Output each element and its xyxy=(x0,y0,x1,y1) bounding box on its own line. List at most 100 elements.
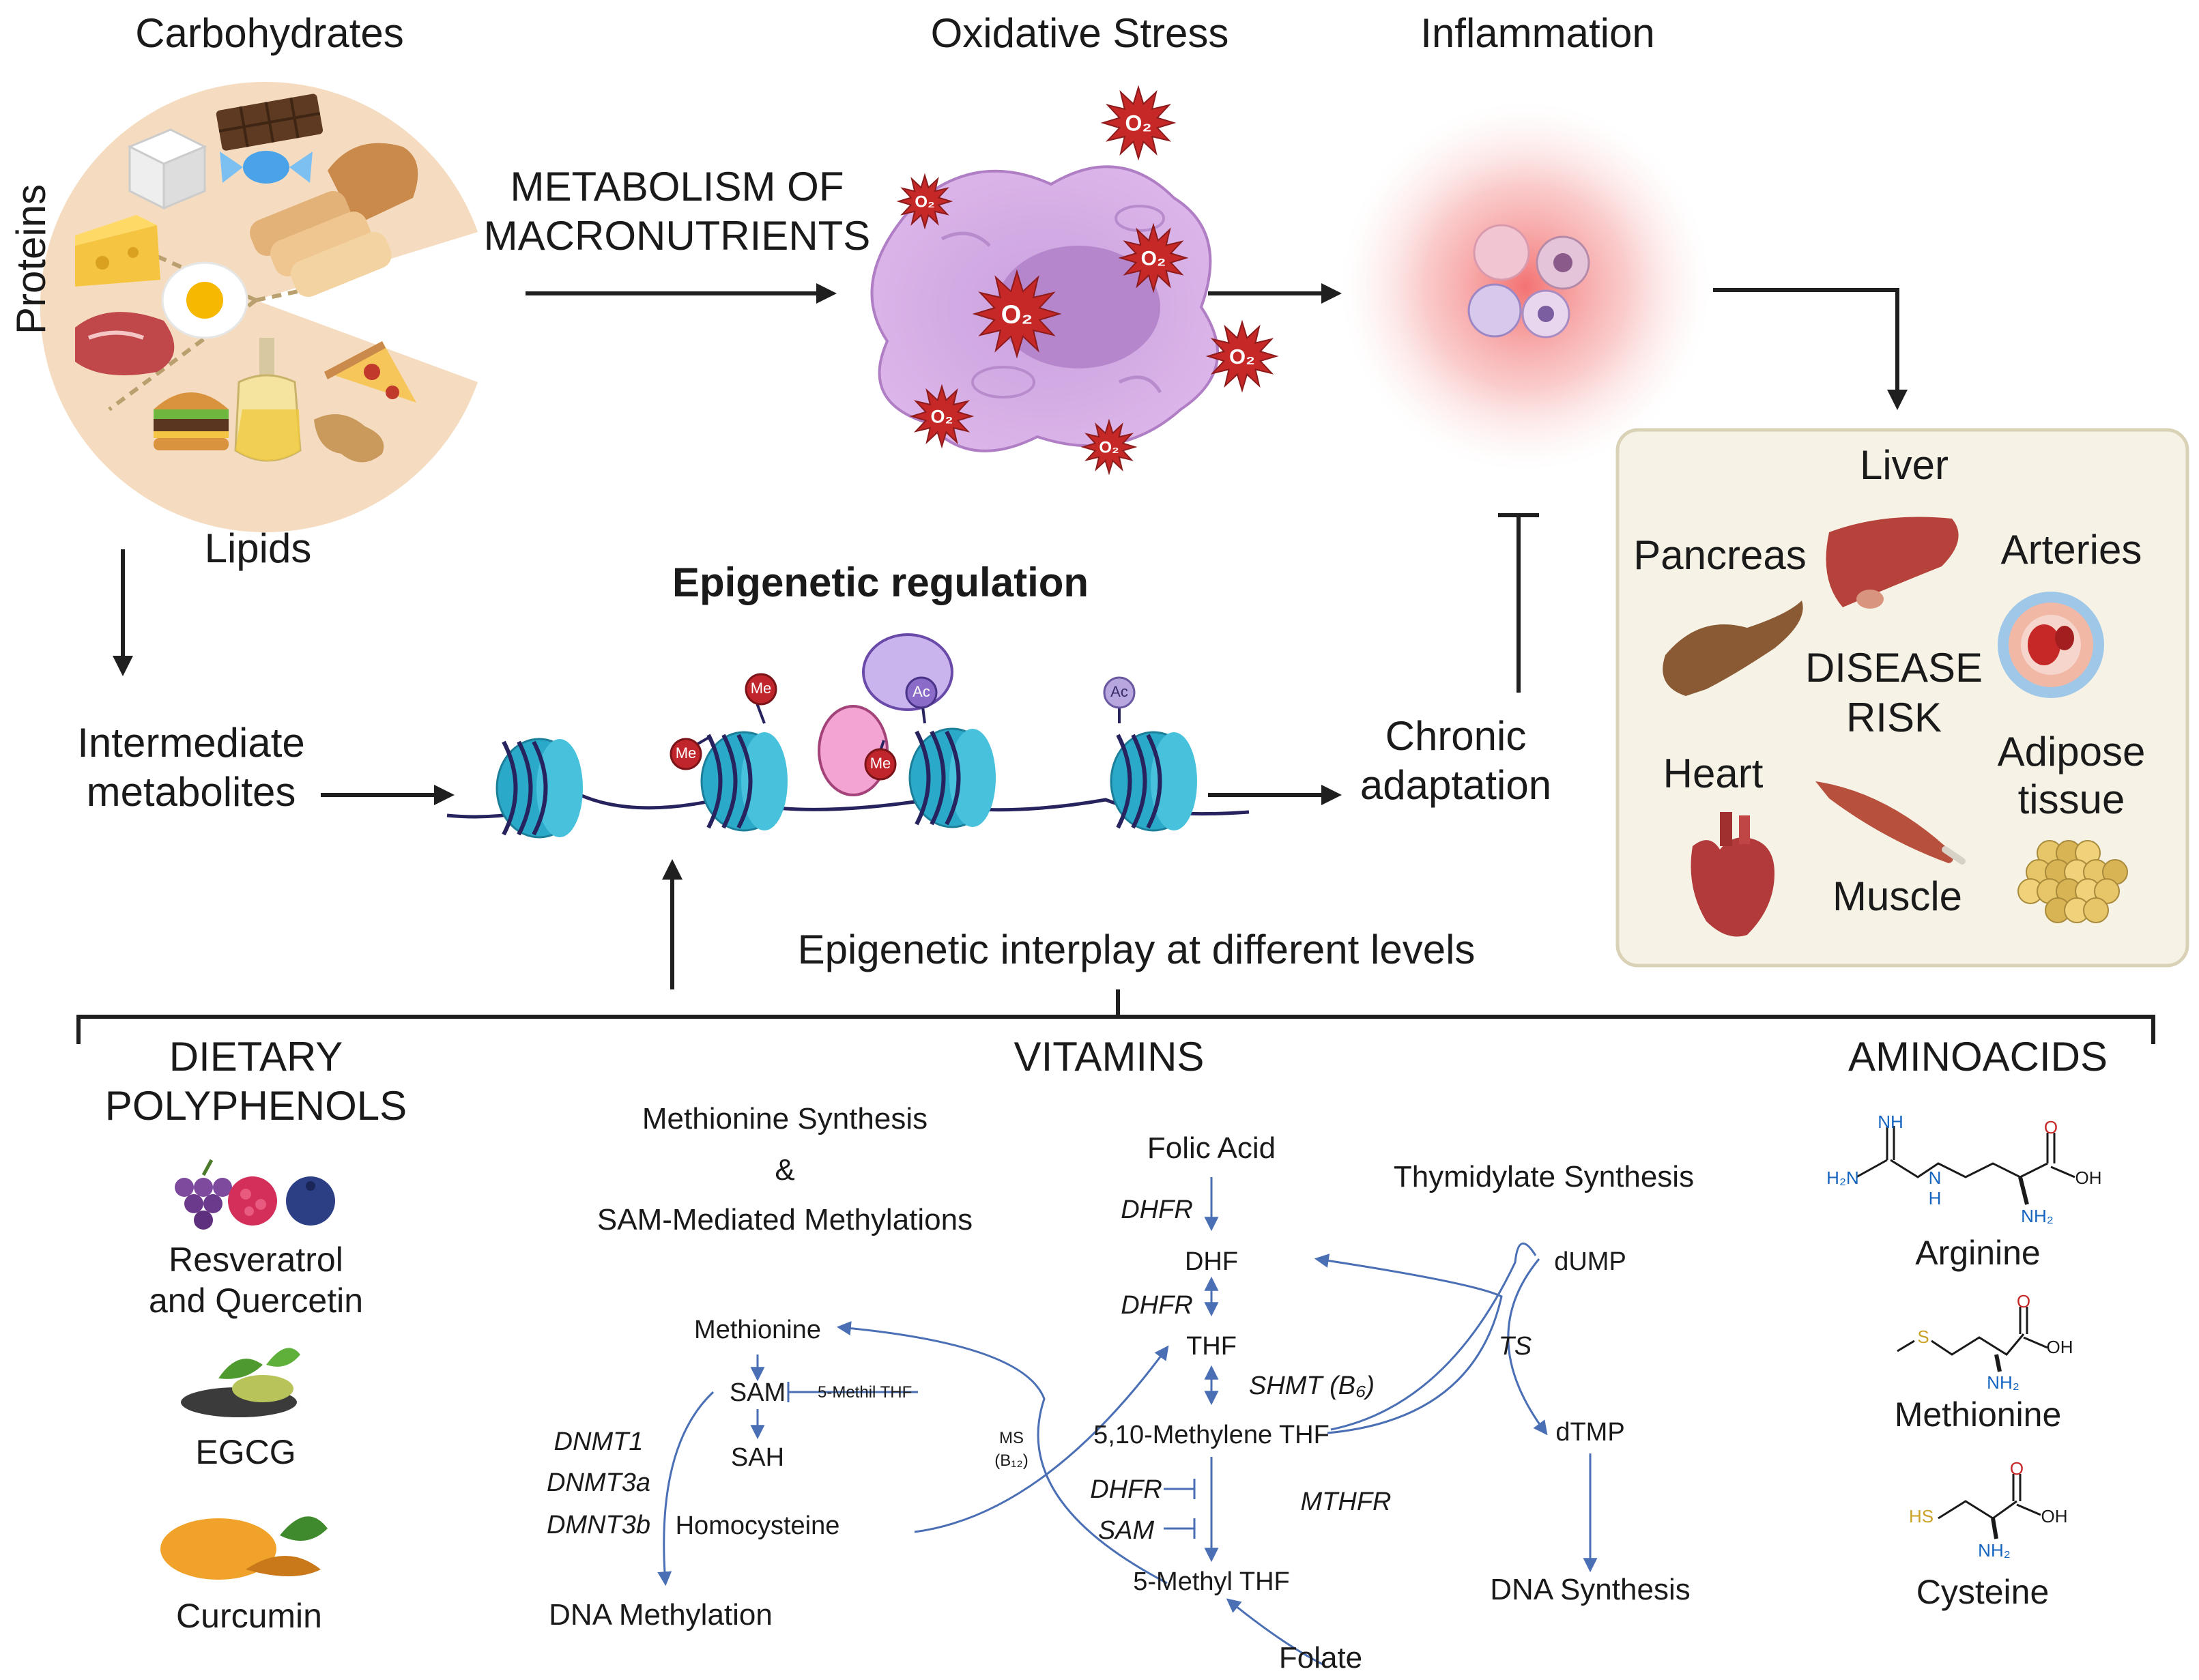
node-methyl-thf: 5-Methyl THF xyxy=(1133,1567,1290,1596)
methionine-structure xyxy=(1897,1307,2048,1372)
enzyme-ts: TS xyxy=(1498,1332,1532,1361)
polyphenol-icons xyxy=(160,1159,335,1580)
o2-star-4 xyxy=(972,269,1062,359)
label-adipose-2: tissue xyxy=(2017,777,2125,822)
atom-arg-h2n: H₂N xyxy=(1826,1168,1859,1188)
o2-label-2: O₂ xyxy=(915,192,934,211)
nucleus xyxy=(996,246,1160,368)
label-thymidylate-synthesis: Thymidylate Synthesis xyxy=(1393,1160,1695,1193)
o2-star-2 xyxy=(896,173,953,230)
header-polyphenols-1: DIETARY xyxy=(169,1034,343,1080)
egg-icon xyxy=(161,261,248,339)
node-dump: dUMP xyxy=(1554,1247,1626,1276)
o2-star-5 xyxy=(1205,319,1279,393)
sugar-cube-icon xyxy=(127,128,207,210)
pizza-icon xyxy=(324,341,416,403)
label-disease-1: DISEASE xyxy=(1805,645,1983,691)
atom-arg-nh2: NH₂ xyxy=(2021,1206,2054,1226)
liver-icon xyxy=(1826,517,1959,609)
label-curcumin: Curcumin xyxy=(176,1597,322,1635)
atom-met-o: O xyxy=(2016,1291,2031,1312)
oil-bottle-icon xyxy=(234,338,302,462)
atom-arg-nh: NH xyxy=(1878,1112,1903,1132)
label-liver: Liver xyxy=(1859,442,1949,488)
enzyme-dnmt1: DNMT1 xyxy=(554,1428,644,1456)
o2-label-3: O₂ xyxy=(1141,248,1166,270)
enzyme-dmnt3b: DMNT3b xyxy=(546,1511,651,1539)
label-inflammation: Inflammation xyxy=(1420,10,1655,56)
nucleosome-1 xyxy=(495,738,583,839)
chromatin xyxy=(446,633,1250,839)
cysteine-structure xyxy=(1938,1474,2041,1539)
nucleosomes xyxy=(495,727,1197,839)
organ-panel xyxy=(1615,428,2189,968)
label-oxidative-stress: Oxidative Stress xyxy=(930,10,1229,56)
label-carbohydrates: Carbohydrates xyxy=(135,10,404,56)
nucleosome-2 xyxy=(700,731,788,832)
label-pancreas: Pancreas xyxy=(1633,532,1807,578)
enzyme-sam-inhibitor: SAM xyxy=(1097,1516,1155,1545)
enzyme-mthfr: MTHFR xyxy=(1300,1488,1392,1516)
food-plate xyxy=(40,81,478,532)
node-sah: SAH xyxy=(730,1443,785,1472)
arrow-to-methionine xyxy=(836,1321,1168,1584)
atom-met-nh2: NH₂ xyxy=(1987,1372,2020,1393)
o2-label-7: O₂ xyxy=(1099,438,1119,457)
label-disease-2: RISK xyxy=(1845,695,1942,740)
pathway-arrows xyxy=(657,1177,1598,1666)
label-methil-thf: 5-Methil THF xyxy=(818,1383,912,1402)
burger-icon xyxy=(154,392,229,450)
atom-cys-nh2: NH₂ xyxy=(1978,1540,2011,1561)
enzyme-dnmt3a: DNMT3a xyxy=(546,1468,651,1497)
adipose-icon xyxy=(2017,840,2128,923)
enzyme-dhfr-3: DHFR xyxy=(1090,1475,1162,1504)
plate-pacman xyxy=(40,81,478,532)
pancreas-icon xyxy=(1663,600,1803,696)
atom-arg-oh: OH xyxy=(2075,1168,2102,1188)
enzyme-dhfr-1: DHFR xyxy=(1121,1196,1193,1224)
label-muscle: Muscle xyxy=(1832,873,1963,919)
label-intermediate-2: metabolites xyxy=(86,769,296,815)
nucleosome-4 xyxy=(1110,731,1197,832)
o2-label-5: O₂ xyxy=(1229,345,1255,368)
atom-arg-n: N xyxy=(1928,1168,1942,1188)
green-tea-icon xyxy=(181,1348,300,1417)
cheese-icon xyxy=(75,215,160,287)
label-epigenetic-regulation: Epigenetic regulation xyxy=(672,560,1089,605)
turmeric-icon xyxy=(160,1516,328,1580)
node-dtmp: dTMP xyxy=(1555,1418,1625,1447)
header-polyphenols-2: POLYPHENOLS xyxy=(104,1083,407,1129)
enzyme-shmt: SHMT (B₆) xyxy=(1248,1372,1375,1400)
arrow-ms-cycle xyxy=(914,1345,1169,1533)
arginine-structure xyxy=(1856,1126,2075,1205)
label-chronic-1: Chronic xyxy=(1385,713,1527,759)
o2-star-3 xyxy=(1118,222,1189,293)
mark-ac-2: Ac xyxy=(1110,683,1128,700)
grape-icon xyxy=(175,1159,232,1230)
meat-icon xyxy=(75,312,175,375)
label-methionine-aa: Methionine xyxy=(1894,1395,2062,1434)
o2-star-1 xyxy=(1100,85,1177,161)
label-intermediate-1: Intermediate xyxy=(77,720,305,766)
atom-arg-o: O xyxy=(2043,1117,2058,1138)
label-lipids: Lipids xyxy=(204,525,312,571)
atom-met-s: S xyxy=(1917,1327,1929,1347)
adipocyte xyxy=(2083,897,2109,923)
label-proteins: Proteins xyxy=(8,184,54,334)
node-folate: Folate xyxy=(1278,1641,1363,1675)
mark-me-3: Me xyxy=(869,755,891,772)
node-dna-synthesis: DNA Synthesis xyxy=(1490,1573,1691,1606)
node-dhf: DHF xyxy=(1184,1247,1239,1276)
arrow-dna-methylation xyxy=(657,1391,715,1587)
flow-arrows xyxy=(76,283,2155,1044)
arrow-to-organs xyxy=(1713,288,1908,410)
o2-star-6 xyxy=(909,383,975,449)
label-heart: Heart xyxy=(1663,751,1764,796)
raspberry-icon xyxy=(228,1176,277,1226)
arrow-dump-dtmp xyxy=(1507,1258,1548,1436)
node-homocysteine: Homocysteine xyxy=(675,1511,840,1540)
o2-label-6: O₂ xyxy=(931,407,953,427)
label-metabolism-2: MACRONUTRIENTS xyxy=(483,213,871,259)
